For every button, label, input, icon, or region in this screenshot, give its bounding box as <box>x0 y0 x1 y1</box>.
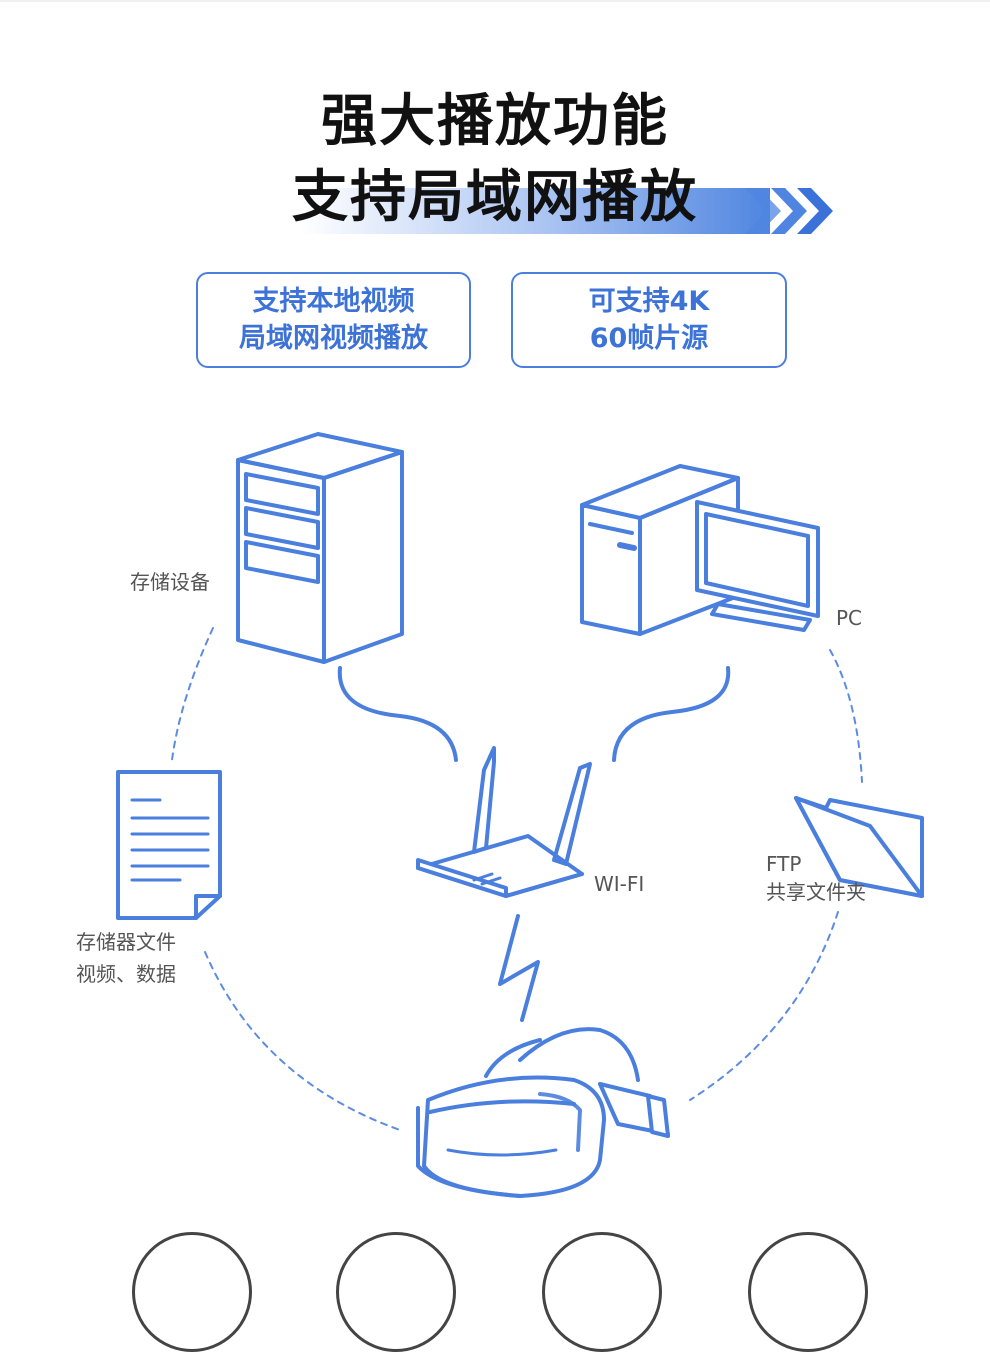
pc-label: PC <box>836 606 863 630</box>
feature-box-4k: 可支持4K 60帧片源 <box>511 272 787 368</box>
top-divider <box>0 0 990 2</box>
wifi-router-icon <box>416 746 592 898</box>
file-label: 存储器文件 视频、数据 <box>76 926 176 990</box>
bottom-circle-icon <box>542 1232 662 1352</box>
bottom-circle-icon <box>748 1232 868 1352</box>
bottom-circle-icon <box>132 1232 252 1352</box>
storage-server-icon <box>236 432 404 664</box>
network-diagram <box>116 432 924 1198</box>
page-subtitle: 支持局域网播放 <box>292 165 698 230</box>
ftp-label-line1: FTP <box>766 852 802 876</box>
file-label-line1: 存储器文件 <box>76 930 176 954</box>
ftp-label: FTP 共享文件夹 <box>766 850 866 906</box>
ftp-label-line2: 共享文件夹 <box>766 880 866 904</box>
wifi-label: WI-FI <box>594 872 645 896</box>
chevron-arrows-icon <box>745 188 833 234</box>
feature-text: 局域网视频播放 <box>239 323 428 354</box>
bottom-circle-icon <box>336 1232 456 1352</box>
pc-icon <box>580 464 820 636</box>
page-title: 强大播放功能 <box>321 89 669 154</box>
file-label-line2: 视频、数据 <box>76 962 176 986</box>
folder-icon <box>794 796 924 898</box>
wireless-signal-icon <box>498 914 540 1022</box>
feature-box-local-video: 支持本地视频 局域网视频播放 <box>196 272 471 368</box>
cable-lines <box>337 666 731 762</box>
storage-device-label: 存储设备 <box>130 570 210 594</box>
feature-text: 60帧片源 <box>589 323 709 354</box>
feature-text: 可支持4K <box>588 286 710 317</box>
vr-headset-icon <box>416 1027 670 1198</box>
document-icon <box>116 770 222 920</box>
dashed-connection-ring <box>171 627 863 1131</box>
feature-text: 支持本地视频 <box>252 286 415 317</box>
title-highlight-stripe <box>300 188 770 234</box>
